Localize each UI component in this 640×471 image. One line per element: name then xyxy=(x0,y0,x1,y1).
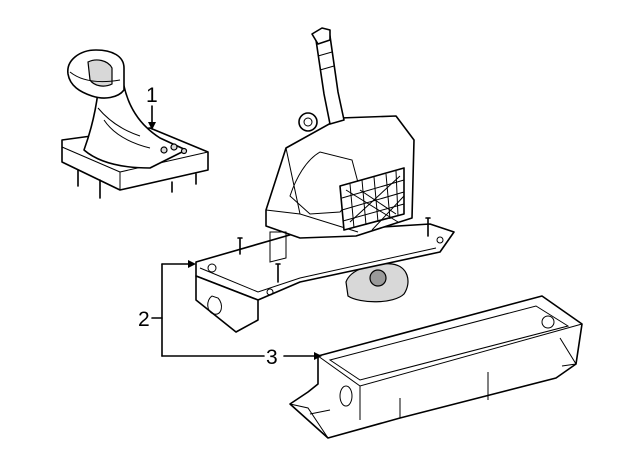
console-bracket xyxy=(289,295,583,439)
housing-grid xyxy=(339,167,405,231)
callout-label-2: 2 xyxy=(138,308,150,331)
shift-knob-assembly xyxy=(61,49,209,199)
callout-label-1: 1 xyxy=(146,84,158,107)
callout-bracket-leader xyxy=(161,260,265,357)
callout-3: 3 xyxy=(266,346,322,369)
shifter-assembly xyxy=(195,27,455,333)
callout-1: 1 xyxy=(146,84,158,130)
callout-2: 2 xyxy=(138,308,163,331)
callout-label-3: 3 xyxy=(266,346,278,369)
